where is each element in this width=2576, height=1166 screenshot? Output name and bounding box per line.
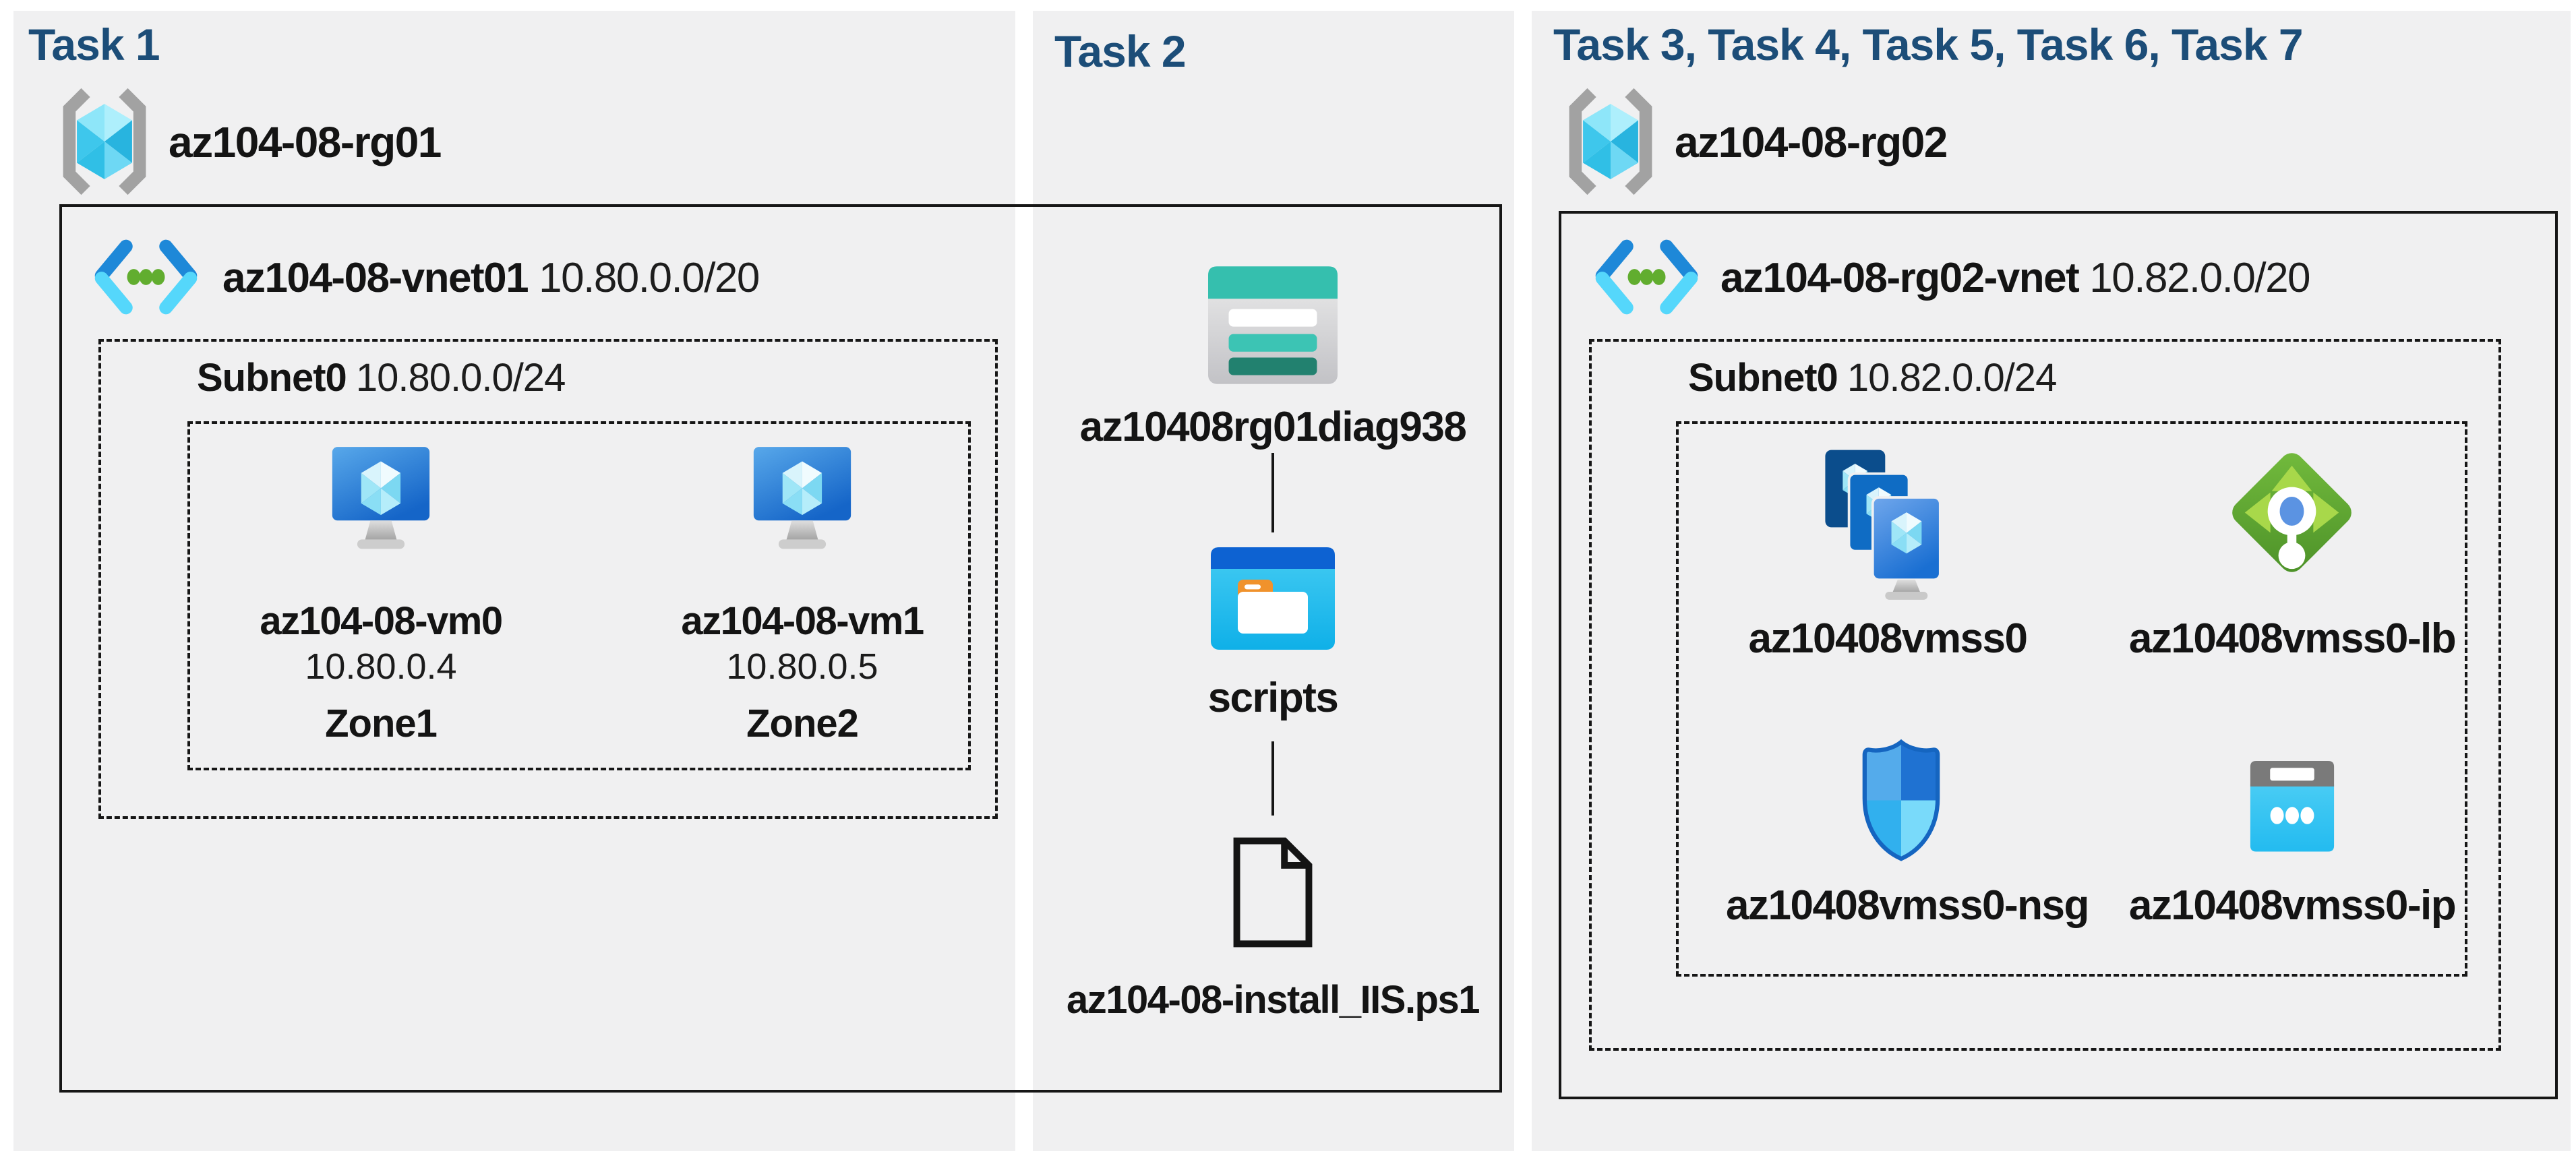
- load-balancer-name: az10408vmss0-lb: [2128, 615, 2457, 662]
- vm0-name: az104-08-vm0: [260, 599, 503, 643]
- nsg-name: az10408vmss0-nsg: [1726, 882, 2089, 929]
- vmss-name: az10408vmss0: [1748, 615, 2028, 662]
- availability-zones-box: [187, 421, 971, 770]
- panel-task3-7: [1532, 11, 2571, 1151]
- file-icon: [1229, 836, 1317, 949]
- public-ip-name: az10408vmss0-ip: [2128, 882, 2457, 929]
- vmss-resources-box: [1676, 421, 2467, 977]
- subnet0-box-rg01: [98, 339, 998, 819]
- connector-storage-scripts: [1271, 453, 1274, 532]
- subnet0-name-rg01: Subnet0: [197, 356, 347, 400]
- task1-title: Task 1: [28, 20, 160, 69]
- public-ip-icon: [2250, 760, 2335, 852]
- storage-account-name: az10408rg01diag938: [1079, 404, 1467, 450]
- load-balancer-icon: [2227, 448, 2357, 578]
- resource-group-icon: [1565, 86, 1656, 197]
- file-name: az104-08-install_IIS.ps1: [1067, 978, 1480, 1022]
- resource-group-icon: [59, 86, 150, 197]
- virtual-network-icon: [90, 239, 202, 315]
- resource-group-name: az104-08-rg01: [169, 118, 442, 166]
- vm0-zone: Zone1: [325, 702, 438, 745]
- resource-group-name-rg02: az104-08-rg02: [1675, 118, 1948, 166]
- network-security-group-icon: [1859, 737, 1944, 864]
- vnet01-name: az104-08-vnet01: [222, 255, 529, 301]
- connector-scripts-file: [1271, 741, 1274, 816]
- panel-task1: [13, 11, 1015, 1151]
- rg02-vnet-name: az104-08-rg02-vnet: [1720, 255, 2080, 301]
- rg02-vnet-box: [1559, 211, 2558, 1099]
- folder-name: scripts: [1207, 675, 1339, 721]
- vnet01-cidr: 10.80.0.0/20: [539, 255, 760, 301]
- vm1-zone: Zone2: [746, 702, 859, 745]
- virtual-machine-icon: [328, 447, 433, 557]
- vm-scale-set-icon: [1820, 445, 1955, 600]
- subnet0-cidr-rg01: 10.80.0.0/24: [355, 356, 566, 400]
- storage-account-icon: [1208, 266, 1338, 384]
- folder-icon: [1211, 547, 1335, 650]
- task2-title: Task 2: [1054, 26, 1187, 76]
- subnet0-cidr-rg02: 10.82.0.0/24: [1847, 356, 2058, 400]
- task3-7-title: Task 3, Task 4, Task 5, Task 6, Task 7: [1553, 20, 2304, 69]
- vm0-ip: 10.80.0.4: [305, 646, 457, 687]
- virtual-network-icon: [1591, 239, 1702, 315]
- vm1-ip: 10.80.0.5: [726, 646, 878, 687]
- vm1-name: az104-08-vm1: [681, 599, 924, 643]
- subnet0-box-rg02: [1589, 339, 2501, 1051]
- subnet0-name-rg02: Subnet0: [1688, 356, 1838, 400]
- virtual-machine-icon: [750, 447, 855, 557]
- vnet01-box: [59, 204, 1502, 1093]
- rg02-vnet-cidr: 10.82.0.0/20: [2089, 255, 2310, 301]
